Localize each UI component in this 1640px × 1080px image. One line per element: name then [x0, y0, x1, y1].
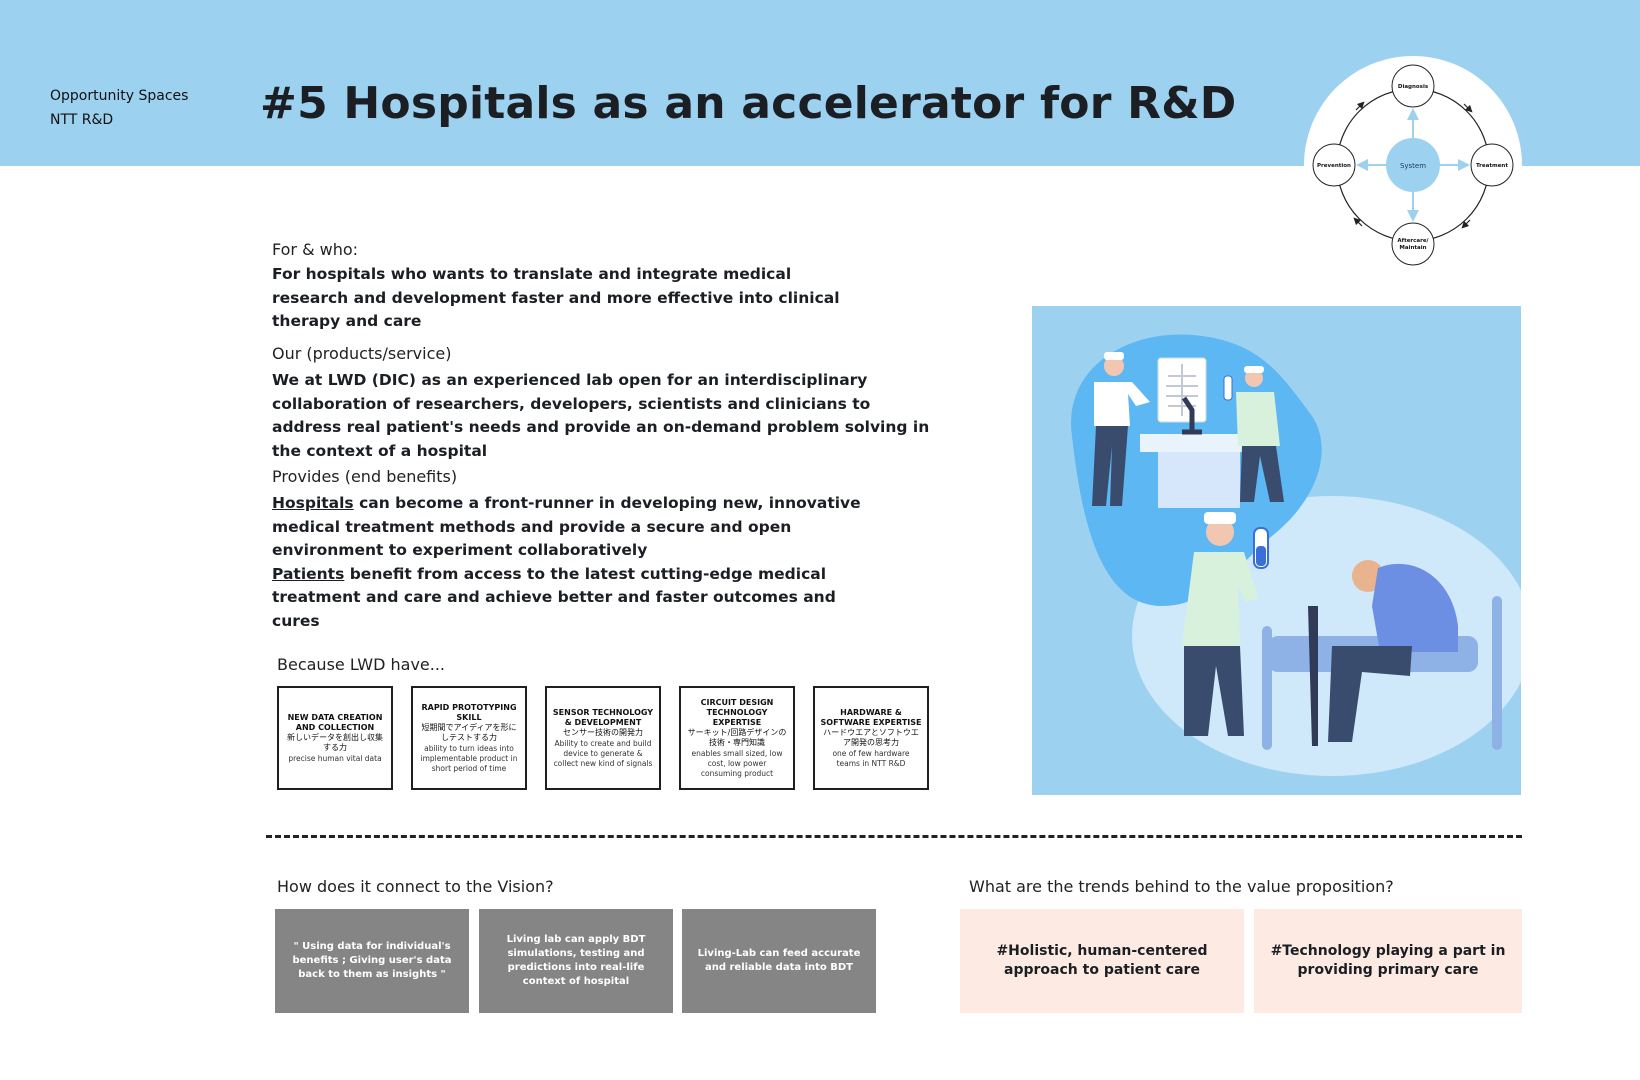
trend-card[interactable]: #Technology playing a part in providing …: [1254, 909, 1522, 1013]
cycle-center-node: [1386, 138, 1440, 192]
capability-title: NEW DATA CREATION AND COLLECTION: [287, 712, 383, 732]
capability-card[interactable]: NEW DATA CREATION AND COLLECTION 新しいデータを…: [277, 686, 393, 790]
provides-section: Provides (end benefits) Hospitals can be…: [272, 467, 952, 633]
patients-text: benefit from access to the latest cuttin…: [272, 564, 836, 630]
capability-desc: precise human vital data: [288, 753, 382, 763]
doctor-right-coat: [1236, 392, 1280, 446]
capability-card[interactable]: SENSOR TECHNOLOGY & DEVELOPMENT センサー技術の開…: [545, 686, 661, 790]
vision-label: How does it connect to the Vision?: [277, 877, 554, 896]
capability-card[interactable]: HARDWARE & SOFTWARE EXPERTISE ハードウエアとソフト…: [813, 686, 929, 790]
patient-legs: [1328, 646, 1412, 742]
lab-table-top: [1140, 434, 1254, 452]
doctor-front-pants: [1184, 646, 1244, 736]
doctor-front-coat: [1182, 552, 1258, 646]
breadcrumb-section[interactable]: Opportunity Spaces: [50, 88, 189, 104]
cycle-arrow-ne: [1463, 103, 1473, 113]
capability-title: CIRCUIT DESIGN TECHNOLOGY EXPERTISE: [700, 697, 774, 727]
vision-card[interactable]: Living lab can apply BDT simulations, te…: [479, 909, 673, 1013]
breadcrumb: Opportunity Spaces NTT R&D: [50, 84, 188, 132]
capability-jp: 短期間でアイディアを形にしテストする力: [421, 722, 517, 742]
test-tube-fluid: [1256, 546, 1266, 566]
cycle-arrow-se: [1461, 219, 1471, 229]
hospitals-keyword: Hospitals: [272, 494, 354, 512]
cycle-arrow-nw: [1355, 101, 1365, 111]
hospitals-text: can become a front-runner in developing …: [272, 494, 861, 559]
vision-card[interactable]: " Using data for individual's benefits ;…: [275, 909, 469, 1013]
doctor-right-cap: [1244, 366, 1264, 373]
capability-desc: one of few hardware teams in NTT R&D: [832, 748, 910, 768]
hospital-rd-illustration: [1032, 306, 1532, 795]
for-who-label: For & who:: [272, 240, 359, 259]
capability-jp: センサー技術の開発力: [563, 727, 643, 737]
vision-card[interactable]: Living-Lab can feed accurate and reliabl…: [682, 909, 876, 1013]
microscope: [1181, 396, 1202, 435]
care-cycle-diagram: System Diagnosis Treatment Aftercare/ Ma…: [1304, 56, 1522, 274]
doctor-left-head: [1104, 356, 1124, 376]
capability-desc: Ability to create and build device to ge…: [553, 738, 653, 768]
care-cycle-svg: System Diagnosis Treatment Aftercare/ Ma…: [1312, 64, 1514, 266]
capability-card[interactable]: RAPID PROTOTYPING SKILL 短期間でアイディアを形にしテスト…: [411, 686, 527, 790]
trends-label: What are the trends behind to the value …: [969, 877, 1394, 896]
xray-ribs: [1166, 364, 1198, 416]
cycle-node-aftercare: [1391, 222, 1435, 266]
capability-jp: ハードウエアとソフトウエア開発の思考力: [823, 727, 919, 747]
test-tube-small: [1223, 375, 1233, 401]
section-divider: [266, 835, 1522, 838]
doctor-front-head: [1206, 518, 1234, 546]
cycle-node-treatment: [1470, 143, 1514, 187]
walking-cane: [1308, 606, 1318, 746]
cycle-center-label: System: [1400, 162, 1426, 170]
cycle-node-aftercare-label-1: Aftercare/: [1397, 238, 1429, 244]
capability-title: SENSOR TECHNOLOGY & DEVELOPMENT: [552, 707, 654, 727]
capability-card[interactable]: CIRCUIT DESIGN TECHNOLOGY EXPERTISE サーキッ…: [679, 686, 795, 790]
illustration-svg: [1071, 334, 1532, 776]
capability-desc: ability to turn ideas into implementable…: [420, 743, 518, 773]
for-who-body: For hospitals who wants to translate and…: [272, 265, 840, 330]
cycle-node-treatment-label: Treatment: [1476, 163, 1508, 169]
cycle-node-aftercare-label-2: Maintain: [1399, 245, 1426, 251]
doctor-left-cap: [1104, 352, 1124, 360]
our-service-section: Our (products/service) We at LWD (DIC) a…: [272, 344, 952, 463]
lab-table-base: [1158, 452, 1240, 508]
trend-card[interactable]: #Holistic, human-centered approach to pa…: [960, 909, 1244, 1013]
because-label: Because LWD have...: [277, 655, 446, 674]
cycle-node-prevention-label: Prevention: [1317, 163, 1351, 169]
cycle-node-diagnosis-label: Diagnosis: [1398, 84, 1429, 90]
capability-jp: サーキット/回路デザインの技術・専門知識: [687, 727, 787, 747]
bed-post-left: [1262, 626, 1272, 750]
doctor-front-cap: [1204, 512, 1236, 524]
capability-desc: enables small sized, low cost, low power…: [691, 748, 783, 778]
breadcrumb-org[interactable]: NTT R&D: [50, 112, 114, 128]
our-service-body: We at LWD (DIC) as an experienced lab op…: [272, 371, 930, 460]
patient-body: [1372, 563, 1458, 652]
doctor-right-pants: [1240, 446, 1284, 502]
cycle-node-diagnosis: [1391, 64, 1435, 108]
bed-post-right: [1492, 596, 1502, 750]
provides-hospitals: Hospitals can become a front-runner in d…: [272, 492, 862, 563]
capability-title: RAPID PROTOTYPING SKILL: [421, 702, 517, 722]
capability-title: HARDWARE & SOFTWARE EXPERTISE: [820, 707, 922, 727]
page-title: #5 Hospitals as an accelerator for R&D: [260, 78, 1237, 129]
doctor-left-pants: [1092, 426, 1128, 506]
for-who-section: For & who: For hospitals who wants to tr…: [272, 240, 952, 334]
provides-patients: Patients benefit from access to the late…: [272, 563, 862, 634]
cycle-arrow-sw: [1353, 217, 1363, 227]
doctor-left-coat: [1094, 382, 1150, 426]
provides-label: Provides (end benefits): [272, 467, 458, 486]
cycle-node-prevention: [1312, 143, 1356, 187]
capability-jp: 新しいデータを創出し収集する力: [287, 732, 383, 752]
doctor-right-head: [1245, 369, 1263, 387]
patients-keyword: Patients: [272, 564, 345, 583]
our-service-label: Our (products/service): [272, 344, 452, 363]
